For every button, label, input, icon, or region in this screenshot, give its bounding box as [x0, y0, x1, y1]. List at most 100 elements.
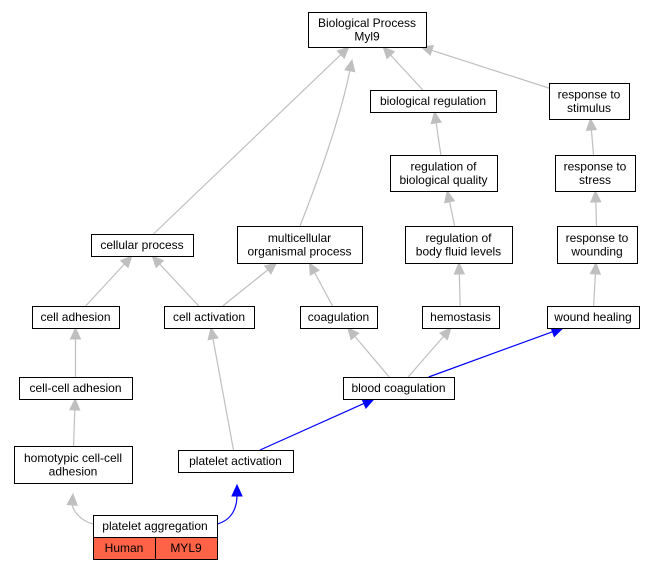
node-response-to-wounding-label-2: wounding: [570, 244, 622, 258]
node-blood-coagulation-box: [343, 377, 455, 400]
edge-cell-cell-adhesion-to-cell-adhesion: [69, 326, 82, 377]
edge-wound-healing-to-response-to-wounding-arrowhead: [589, 261, 602, 275]
node-regulation-body-fluid-levels-box: [405, 226, 513, 264]
edge-cellular-process-to-bp-myl9-arrowhead: [336, 46, 350, 60]
node-platelet-activation-label-1: platelet activation: [189, 454, 282, 468]
edge-regulation-biological-quality-to-biological-regulation-arrowhead: [430, 110, 442, 125]
edge-response-to-stress-to-response-to-stimulus-arrowhead: [585, 117, 598, 131]
node-cell-activation-label-1: cell activation: [173, 310, 245, 324]
edge-wound-healing-to-response-to-wounding: [589, 261, 602, 307]
edge-platelet-aggregation-to-platelet-activation: [216, 483, 243, 525]
edge-blood-coagulation-to-wound-healing-line: [428, 330, 554, 378]
node-biological-regulation-box: [370, 90, 497, 113]
edge-blood-coagulation-to-hemostasis-line: [407, 335, 445, 378]
node-multicellular-organismal-process-label-2: organismal process: [247, 244, 351, 258]
node-homotypic-cell-cell-adhesion-box: [14, 446, 133, 484]
node-cellular-process-label-1: cellular process: [100, 238, 183, 252]
node-wound-healing[interactable]: wound healing: [547, 306, 640, 329]
edge-blood-coagulation-to-wound-healing: [428, 326, 565, 378]
node-cell-adhesion[interactable]: cell adhesion: [32, 306, 120, 329]
node-cell-adhesion-label-1: cell adhesion: [40, 310, 110, 324]
edge-response-to-stimulus-to-bp-myl9-line: [430, 49, 550, 89]
edge-cell-activation-to-cellular-process: [151, 255, 200, 307]
edge-platelet-aggregation-to-homotypic-cell-cell-adhesion: [66, 492, 94, 525]
node-cell-activation-box: [164, 306, 255, 329]
edge-platelet-activation-to-cell-activation-line: [212, 337, 235, 451]
edge-platelet-activation-to-blood-coagulation-line: [259, 402, 366, 451]
node-response-to-stimulus-label-1: response to: [558, 87, 621, 101]
node-bp-myl9-box: [308, 12, 427, 48]
node-wound-healing-box: [547, 306, 640, 329]
edges-layer: [66, 45, 602, 525]
node-biological-regulation[interactable]: biological regulation: [370, 90, 497, 113]
edge-regulation-biological-quality-to-biological-regulation-line: [435, 121, 442, 156]
edge-cell-cell-adhesion-to-cell-adhesion-arrowhead: [69, 326, 82, 340]
node-hemostasis-label-1: hemostasis: [430, 310, 491, 324]
edge-wound-healing-to-response-to-wounding-line: [593, 272, 597, 307]
node-response-to-wounding-box: [557, 226, 638, 264]
node-bp-myl9-label-1: Biological Process: [318, 16, 416, 30]
node-cell-cell-adhesion[interactable]: cell-cell adhesion: [19, 377, 133, 400]
edge-coagulation-to-multicellular-organismal-process-line: [313, 271, 334, 307]
node-multicellular-organismal-process-label-1: multicellular: [268, 231, 331, 245]
edge-platelet-activation-to-cell-activation: [207, 326, 235, 451]
node-regulation-biological-quality-box: [390, 155, 498, 192]
edge-multicellular-organismal-process-to-bp-myl9: [299, 58, 356, 227]
edge-response-to-wounding-to-response-to-stress-arrowhead: [590, 189, 602, 203]
node-blood-coagulation[interactable]: blood coagulation: [343, 377, 455, 400]
edge-response-to-stress-to-response-to-stimulus-line: [590, 128, 595, 156]
edge-cell-adhesion-to-cellular-process-line: [85, 262, 126, 307]
node-regulation-body-fluid-levels-label-2: body fluid levels: [416, 244, 501, 258]
edge-multicellular-organismal-process-to-bp-myl9-arrowhead: [344, 58, 356, 73]
edge-blood-coagulation-to-hemostasis-arrowhead: [438, 327, 452, 341]
species-label: Human: [105, 541, 144, 555]
edge-coagulation-to-multicellular-organismal-process: [308, 261, 334, 307]
edge-regulation-body-fluid-levels-to-regulation-biological-quality-line: [448, 200, 456, 227]
node-platelet-aggregation-label-1: platelet aggregation: [102, 519, 207, 533]
node-cell-adhesion-box: [32, 306, 120, 329]
edge-cellular-process-to-bp-myl9-line: [153, 53, 342, 235]
node-hemostasis[interactable]: hemostasis: [422, 306, 500, 329]
edge-blood-coagulation-to-coagulation-line: [353, 335, 390, 378]
edge-response-to-stress-to-response-to-stimulus: [585, 117, 598, 156]
edge-platelet-activation-to-cell-activation-arrowhead: [207, 326, 219, 341]
node-biological-regulation-label-1: biological regulation: [380, 94, 486, 108]
edge-cell-activation-to-cellular-process-line: [158, 262, 200, 307]
node-cell-cell-adhesion-box: [19, 377, 133, 400]
node-platelet-activation[interactable]: platelet activation: [178, 450, 294, 473]
node-wound-healing-label-1: wound healing: [553, 310, 631, 324]
node-cell-activation[interactable]: cell activation: [164, 306, 255, 329]
node-homotypic-cell-cell-adhesion-label-2: adhesion: [49, 464, 98, 478]
gene-cell: [155, 537, 218, 560]
edge-cell-activation-to-multicellular-organismal-process-arrowhead: [263, 262, 278, 275]
edge-regulation-biological-quality-to-biological-regulation: [430, 110, 442, 156]
node-platelet-aggregation[interactable]: platelet aggregation: [93, 515, 218, 538]
node-response-to-stimulus-box: [549, 83, 630, 120]
node-coagulation[interactable]: coagulation: [300, 306, 378, 329]
edge-blood-coagulation-to-coagulation: [347, 327, 390, 378]
node-multicellular-organismal-process-box: [237, 226, 363, 264]
node-hemostasis-box: [422, 306, 500, 329]
edge-response-to-wounding-to-response-to-stress: [590, 189, 602, 227]
node-response-to-wounding-label-1: response to: [566, 231, 629, 245]
edge-platelet-activation-to-blood-coagulation-arrowhead: [361, 398, 376, 409]
node-cellular-process[interactable]: cellular process: [91, 234, 194, 257]
node-platelet-activation-box: [178, 450, 294, 473]
edge-coagulation-to-multicellular-organismal-process-arrowhead: [308, 261, 320, 276]
edge-platelet-aggregation-to-homotypic-cell-cell-adhesion-arrowhead: [66, 492, 78, 506]
edge-biological-regulation-to-bp-myl9-arrowhead: [382, 46, 396, 60]
edge-hemostasis-to-regulation-body-fluid-levels-arrowhead: [453, 261, 466, 275]
edge-platelet-aggregation-to-platelet-activation-line: [216, 494, 238, 525]
edge-blood-coagulation-to-coagulation-arrowhead: [347, 327, 360, 341]
edge-response-to-stimulus-to-bp-myl9: [420, 45, 550, 89]
